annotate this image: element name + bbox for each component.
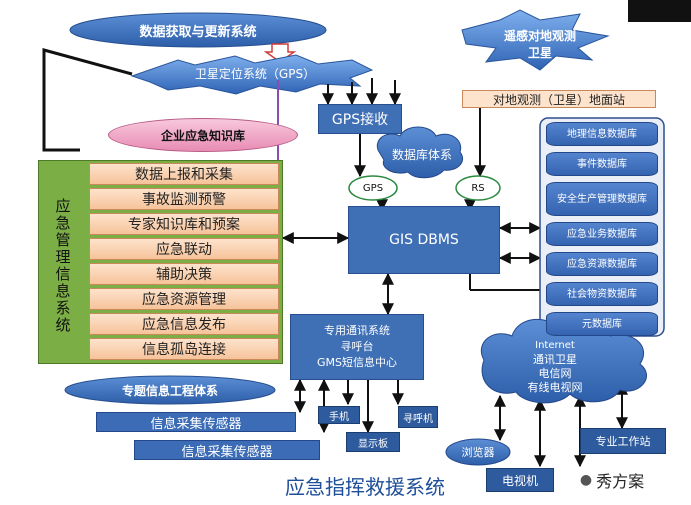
panel-item: 专家知识库和预案 xyxy=(89,213,279,235)
internet-line-satellite: 通讯卫星 xyxy=(533,353,577,366)
sensor-box-2: 信息采集传感器 xyxy=(134,440,320,460)
ground-station-box: 对地观测（卫星）地面站 xyxy=(462,90,656,108)
panel-item: 数据上报和采集 xyxy=(89,163,279,185)
gps-receive-box: GPS接收 xyxy=(318,104,402,134)
phone-box: 手机 xyxy=(318,406,360,424)
data-update-title: 数据获取与更新系统 xyxy=(139,24,257,40)
rs-ellipse xyxy=(455,175,501,201)
database-item: 应急业务数据库 xyxy=(546,222,658,246)
database-item: 应急资源数据库 xyxy=(546,252,658,276)
database-item: 事件数据库 xyxy=(546,152,658,176)
database-item: 安全生产管理数据库 xyxy=(546,182,658,216)
satellite-label: 遥感对地观测卫星 xyxy=(503,29,576,60)
comm-system-box: 专用通讯系统 寻呼台 GMS短信息中心 xyxy=(290,314,424,380)
gps-ellipse-label: GPS xyxy=(362,182,384,194)
gps-satellite-burst xyxy=(130,54,374,95)
db-system-label: 数据库体系 xyxy=(391,147,452,162)
watermark: ● 秀方案 xyxy=(562,468,662,492)
internet-cloud xyxy=(480,318,647,404)
emergency-mgmt-items: 数据上报和采集事故监测预警专家知识库和预案应急联动辅助决策应急资源管理应急信息发… xyxy=(89,163,279,363)
internet-line-cable: 有线电视网 xyxy=(527,381,583,394)
emergency-mgmt-panel: 应急管理信息系统 数据上报和采集事故监测预警专家知识库和预案应急联动辅助决策应急… xyxy=(38,160,283,364)
database-item: 社会物资数据库 xyxy=(546,282,658,306)
database-item: 地理信息数据库 xyxy=(546,122,658,146)
wechat-icon: ● xyxy=(579,472,593,488)
gps-system-label: 卫星定位系统（GPS） xyxy=(194,66,316,81)
panel-item: 应急信息发布 xyxy=(89,313,279,335)
db-system-cloud xyxy=(376,126,464,179)
browser-label: 浏览器 xyxy=(461,446,495,459)
display-board-box: 显示板 xyxy=(346,432,400,452)
emergency-mgmt-title: 应急管理信息系统 xyxy=(53,198,72,334)
data-update-ellipse xyxy=(69,12,327,48)
rs-ellipse-label: RS xyxy=(471,182,485,194)
comm-title: 专用通讯系统 xyxy=(324,324,390,337)
comm-pager-platform: 寻呼台 xyxy=(340,340,374,353)
tv-box: 电视机 xyxy=(486,468,554,492)
sensor-box-1: 信息采集传感器 xyxy=(96,412,296,432)
workstation-box: 专业工作站 xyxy=(580,428,666,454)
panel-item: 应急联动 xyxy=(89,238,279,260)
database-item: 元数据库 xyxy=(546,312,658,336)
special-info-ellipse xyxy=(64,375,276,405)
special-info-label: 专题信息工程体系 xyxy=(121,383,218,398)
internet-line-telecom: 电信网 xyxy=(538,367,572,380)
gis-dbms-box: GIS DBMS xyxy=(348,206,500,274)
watermark-text: 秀方案 xyxy=(596,472,645,491)
knowledge-base-ellipse: 企业应急知识库 xyxy=(108,118,298,152)
internet-title: Internet xyxy=(535,340,575,351)
database-list: 地理信息数据库事件数据库安全生产管理数据库应急业务数据库应急资源数据库社会物资数… xyxy=(546,122,658,342)
panel-item: 应急资源管理 xyxy=(89,288,279,310)
panel-item: 信息孤岛连接 xyxy=(89,338,279,360)
internet-label: Internet 通讯卫星 电信网 有线电视网 xyxy=(500,338,610,396)
panel-item: 事故监测预警 xyxy=(89,188,279,210)
pager-box: 寻呼机 xyxy=(398,406,438,428)
browser-ellipse xyxy=(445,438,511,466)
panel-item: 辅助决策 xyxy=(89,263,279,285)
gps-ellipse xyxy=(348,175,398,201)
remote-sensing-burst xyxy=(461,9,610,71)
comm-sms: GMS短信息中心 xyxy=(317,356,397,369)
footer-title: 应急指挥救援系统 xyxy=(285,474,445,499)
